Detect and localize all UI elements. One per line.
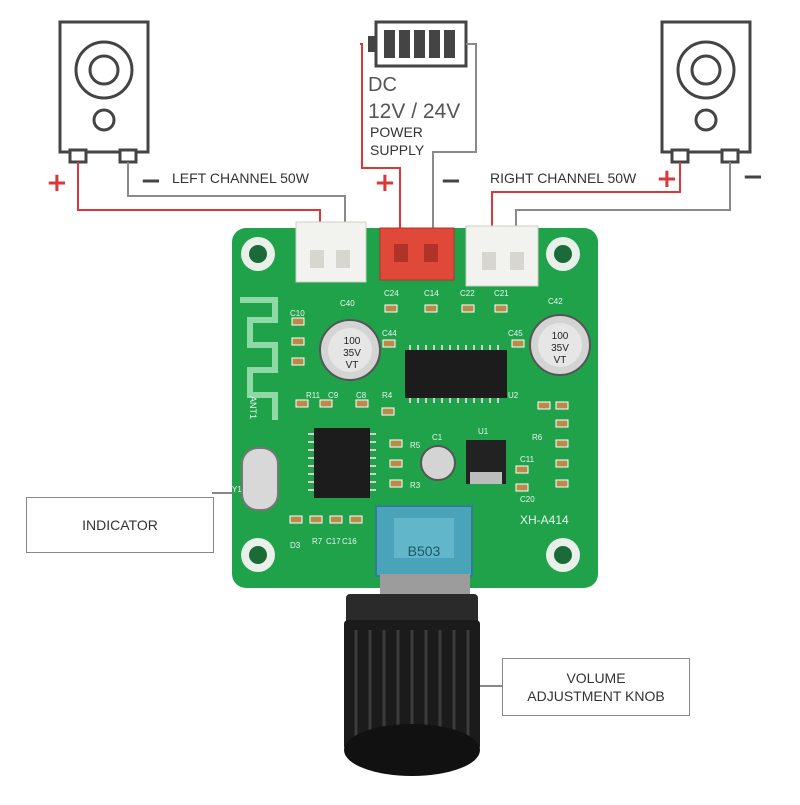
left-plus-sign: + <box>46 168 68 198</box>
antenna-label: ANT1 <box>248 396 258 419</box>
supply-label: SUPPLY <box>370 142 425 158</box>
cap-text: 35V <box>551 343 569 354</box>
left-minus-sign: − <box>140 166 162 196</box>
board-model-label: XH-A414 <box>520 513 569 527</box>
wires <box>77 43 731 687</box>
component-label: C45 <box>508 329 523 338</box>
bluetooth-chip-icon <box>308 428 376 498</box>
component-label: R7 <box>312 537 323 546</box>
capacitor-c42-icon: 100 35V VT <box>529 314 591 376</box>
regulator-icon <box>466 440 506 484</box>
component-label: R6 <box>532 433 543 442</box>
amplifier-chip-icon <box>405 345 507 403</box>
right-minus-sign: − <box>742 162 764 192</box>
component-label: C21 <box>494 289 509 298</box>
component-label: C40 <box>340 299 355 308</box>
component-label: D3 <box>290 541 301 550</box>
dc-label: DC <box>368 74 397 96</box>
component-label: R4 <box>382 391 393 400</box>
component-label: R5 <box>410 441 421 450</box>
component-label: C16 <box>342 537 357 546</box>
component-label: U1 <box>478 427 489 436</box>
component-label: R3 <box>410 481 421 490</box>
power-minus-sign: − <box>440 166 462 196</box>
component-label: C8 <box>356 391 367 400</box>
pot-label: B503 <box>408 543 441 559</box>
crystal-icon <box>241 447 279 511</box>
component-label: C42 <box>548 297 563 306</box>
power-label: POWER <box>370 124 423 140</box>
right-speaker-icon <box>660 20 752 164</box>
component-label: C20 <box>520 495 535 504</box>
volume-knob-icon <box>344 594 480 776</box>
component-label: C14 <box>424 289 439 298</box>
voltage-label: 12V / 24V <box>368 100 461 123</box>
volume-callout: VOLUME ADJUSTMENT KNOB <box>502 658 690 716</box>
battery-icon <box>368 20 468 68</box>
component-label: R11 <box>306 391 321 400</box>
right-plus-sign: + <box>656 164 678 194</box>
component-label: C44 <box>382 329 397 338</box>
component-label: C17 <box>326 537 341 546</box>
smd-components <box>289 304 569 524</box>
indicator-label: INDICATOR <box>82 517 158 533</box>
component-labels: C40 C42 C24 C14 C22 C21 C10 C44 C45 C9 C… <box>232 289 563 550</box>
right-channel-label: RIGHT CHANNEL 50W <box>490 170 637 186</box>
capacitor-c40-icon: 100 35V VT <box>319 319 381 381</box>
amplifier-board: 100 35V VT 100 35V VT <box>232 221 598 598</box>
component-label: C22 <box>460 289 475 298</box>
mounting-hole-icon <box>241 237 580 572</box>
cap-text: VT <box>346 360 359 371</box>
component-label: C11 <box>520 455 535 464</box>
volume-label-line1: VOLUME <box>566 670 626 686</box>
component-label: U2 <box>508 391 519 400</box>
component-label: Y1 <box>232 485 242 494</box>
component-label: C24 <box>384 289 399 298</box>
power-plus-sign: + <box>374 168 396 198</box>
left-speaker-icon <box>58 20 150 164</box>
cap-text: 35V <box>343 348 361 359</box>
cap-text: VT <box>554 355 567 366</box>
capacitor-c1-icon <box>420 445 456 481</box>
potentiometer-icon: B503 <box>375 505 473 598</box>
component-label: C9 <box>328 391 339 400</box>
component-label: C1 <box>432 433 443 442</box>
component-label: C10 <box>290 309 305 318</box>
cap-text: 100 <box>552 331 569 342</box>
volume-label-line2: ADJUSTMENT KNOB <box>527 688 665 704</box>
indicator-callout: INDICATOR <box>26 497 214 553</box>
left-channel-label: LEFT CHANNEL 50W <box>172 170 309 186</box>
cap-text: 100 <box>344 336 361 347</box>
